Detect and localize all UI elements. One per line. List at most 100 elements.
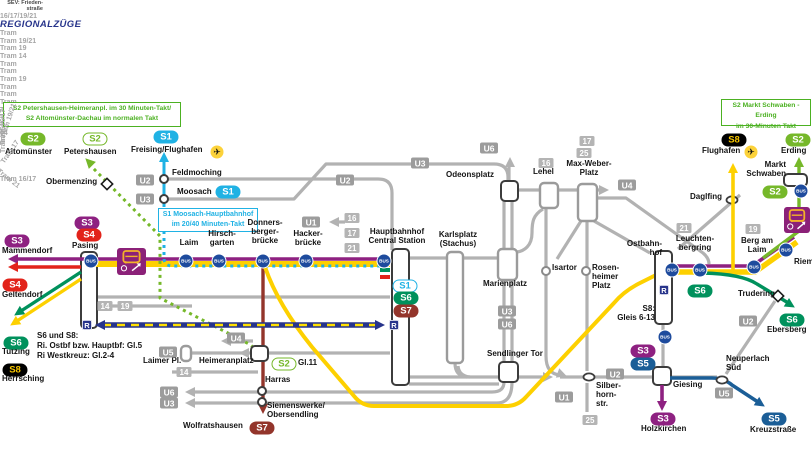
- arrow-icon: [185, 387, 195, 397]
- badge-u2: U2: [136, 174, 154, 186]
- badge-u6: U6: [480, 142, 498, 154]
- station-marker-neuperlach-sued: [715, 375, 729, 385]
- badge-tram-19: 19: [117, 301, 133, 311]
- svg-text:✈: ✈: [213, 148, 221, 158]
- map-label: Freising/Flughafen: [131, 145, 203, 154]
- note-box-s2-west: S2 Petershausen-Heimeranpl. im 30 Minute…: [3, 102, 181, 127]
- badge-s4: S4: [2, 278, 28, 292]
- station-marker-moosach: [159, 194, 169, 204]
- map-label: 54: [0, 129, 8, 137]
- note-box-s2-east: S2 Markt Schwaben - Erding im 30-Minuten…: [721, 99, 811, 130]
- map-label: REGIONALZÜGE: [0, 19, 82, 31]
- station-marker-obermenzing: [100, 177, 114, 191]
- map-label: Odeonsplatz: [446, 170, 495, 179]
- station-marker-odeonsplatz: [500, 180, 519, 202]
- badge-tram-16: 16: [538, 158, 554, 168]
- map-label: Gl.11: [298, 358, 318, 367]
- arrow-icon: [657, 401, 667, 411]
- badge-u3: U3: [136, 193, 154, 205]
- station-marker-feldmoching: [159, 174, 169, 184]
- station-marker-heimeranplatz: [250, 345, 269, 362]
- badge-u3: U3: [411, 157, 429, 169]
- badge-s3: S3: [650, 412, 676, 426]
- bus-stop-icon: BUS: [692, 262, 708, 278]
- note-line: im 30-Minuten Takt: [735, 122, 797, 130]
- map-label: Sendlinger Tor: [487, 349, 543, 358]
- arrow-icon: [555, 368, 567, 378]
- badge-tram-19: 19: [745, 224, 761, 234]
- station-marker-laimer-platz: [179, 344, 193, 363]
- arrow-icon: [95, 320, 105, 330]
- map-label: Rosen- heimer Platz: [592, 263, 620, 290]
- map-line: [456, 365, 471, 379]
- map-label: Hauptbahnhof Central Station: [368, 227, 426, 245]
- station-marker-marienplatz: [496, 247, 519, 282]
- map-label: Laim: [179, 238, 199, 247]
- map-label: 16/17/19/21: [0, 12, 37, 20]
- arrow-icon: [8, 254, 18, 264]
- map-label: Tram: [0, 29, 17, 37]
- bus-stop-icon: BUS: [298, 253, 314, 269]
- badge-s6: S6: [3, 336, 29, 350]
- map-label: Wolfratshausen: [183, 421, 243, 430]
- badge-tram-21: 21: [344, 243, 360, 253]
- badge-s6: S6: [393, 291, 419, 305]
- station-marker-sendlinger-tor: [498, 361, 519, 383]
- arrow-icon: [794, 157, 804, 167]
- map-label: Berg am Laim: [740, 236, 774, 254]
- badge-u5: U5: [159, 346, 177, 358]
- station-marker-lehel: [538, 181, 560, 210]
- note-line: im 20/40 Minuten-Takt: [171, 221, 245, 229]
- map-label: Ebersberg: [767, 325, 807, 334]
- badge-u4: U4: [227, 332, 245, 344]
- badge-tram-21: 21: [676, 223, 692, 233]
- station-marker-rosenheimer-platz: [581, 266, 591, 276]
- map-label: Ri. Ostbf bzw. Hauptbf: Gl.5: [37, 341, 143, 350]
- badge-s6: S6: [779, 313, 805, 327]
- map-label: Tram 16/17: [0, 175, 37, 183]
- map-label: Holzkirchen: [641, 424, 687, 433]
- badge-s1: S1: [153, 130, 179, 144]
- arrow-icon: [783, 297, 795, 308]
- bus-stop-icon: BUS: [657, 329, 673, 345]
- arrow-icon: [505, 157, 515, 167]
- sev-bus-icon: [117, 248, 146, 275]
- badge-s2: S2: [20, 132, 46, 146]
- map-line: [544, 208, 561, 377]
- arrow-icon: [14, 305, 26, 316]
- badge-s2: S2: [271, 357, 297, 371]
- map-label: Tram: [0, 91, 17, 99]
- map-label: Isartor: [552, 263, 577, 272]
- map-label: Tram 19: [0, 75, 27, 83]
- map-line: [20, 270, 82, 313]
- badge-s6: S6: [687, 284, 713, 298]
- map-label: Marienplatz: [483, 279, 528, 288]
- arrow-icon: [159, 152, 169, 162]
- map-label: Tram 19/21: [0, 37, 37, 45]
- map-label: Tram: [0, 83, 17, 91]
- map-line: [597, 196, 711, 265]
- map-label: Tram 14: [0, 52, 27, 60]
- map-label: Herrsching: [2, 374, 45, 383]
- badge-s8: S8: [721, 133, 747, 147]
- map-label: Tram: [0, 68, 17, 76]
- map-label: Riem: [794, 257, 812, 266]
- regional-badge: R: [659, 285, 669, 295]
- airplane-icon: ✈: [210, 145, 224, 159]
- map-label: Ostbahn- hof: [626, 239, 662, 257]
- map-line: [555, 220, 583, 260]
- bus-stop-icon: BUS: [793, 183, 809, 199]
- badge-s3: S3: [74, 216, 100, 230]
- map-label: Tutzing: [2, 347, 30, 356]
- badge-s3: S3: [630, 344, 656, 358]
- arrow-icon: [753, 396, 765, 407]
- badge-s2: S2: [762, 185, 788, 199]
- badge-u2: U2: [739, 315, 757, 327]
- bus-stop-icon: BUS: [664, 262, 680, 278]
- arrow-icon: [8, 262, 18, 272]
- map-label: Petershausen: [64, 147, 117, 156]
- badge-tram-17: 17: [344, 228, 360, 238]
- map-line: [190, 381, 514, 405]
- bus-stop-icon: BUS: [746, 259, 762, 275]
